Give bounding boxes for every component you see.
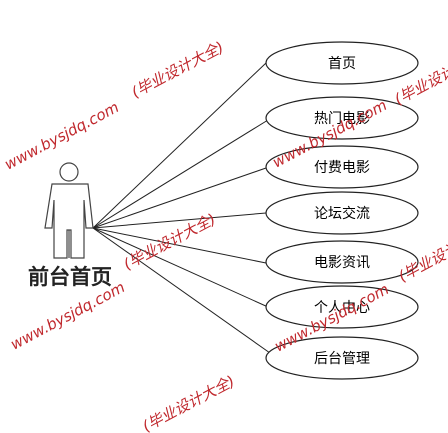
actor-label: 前台首页	[28, 264, 112, 289]
use-case-5-label: 电影资讯	[314, 255, 370, 271]
watermark-url-1: www.bysjdq.com	[1, 98, 121, 173]
actor-body	[44, 183, 94, 259]
association-line-5	[92, 227, 267, 264]
actor-head	[59, 162, 79, 182]
use-case-3: 付费电影	[265, 145, 419, 189]
association-line-6	[92, 227, 269, 308]
watermark-cn-3: (毕业设计大全)	[120, 210, 218, 274]
use-cases: 首页 热门电影 付费电影 论坛交流 电影资讯 个人中心	[265, 41, 419, 380]
association-line-3	[92, 167, 267, 229]
use-case-2: 热门电影	[265, 96, 419, 140]
watermark-cn-5: (毕业设计大全)	[139, 372, 237, 433]
watermark-url-3: www.bysjdq.com	[7, 278, 127, 353]
actor-figure	[44, 162, 94, 259]
association-line-4	[92, 212, 267, 229]
use-case-2-label: 热门电影	[314, 111, 370, 127]
use-case-4: 论坛交流	[265, 191, 419, 235]
use-case-7-label: 后台管理	[314, 351, 370, 367]
association-line-2	[92, 119, 269, 229]
use-case-5: 电影资讯	[265, 240, 419, 284]
association-line-7	[92, 227, 271, 354]
use-case-7: 后台管理	[265, 336, 419, 380]
use-case-1: 首页	[265, 41, 419, 85]
use-case-4-label: 论坛交流	[314, 205, 370, 222]
use-case-6: 个人中心	[265, 285, 419, 329]
use-case-6-label: 个人中心	[314, 300, 370, 316]
use-case-3-label: 付费电影	[314, 160, 370, 176]
association-lines	[92, 62, 271, 354]
use-case-1-label: 首页	[328, 56, 356, 72]
watermark-cn-1: (毕业设计大全)	[128, 38, 226, 102]
association-line-1	[92, 62, 267, 229]
